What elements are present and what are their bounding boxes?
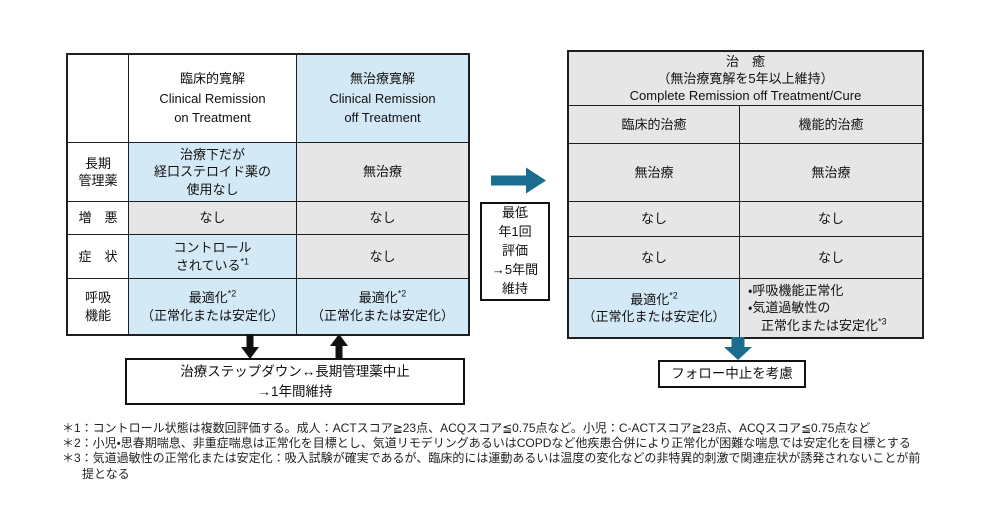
criteria-cell: 無治療 (740, 144, 922, 202)
criteria-cell: 最適化*2（正常化または安定化） (297, 279, 468, 334)
annual-evaluation-box: 最低年1回評価→5年間維持 (480, 202, 550, 301)
criteria-cell: なし (297, 202, 468, 235)
criteria-cell: なし (740, 237, 922, 279)
footnotes: ＊1：コントロール状態は複数回評価する。成人：ACTスコア≧23点、ACQスコア… (62, 421, 926, 482)
criteria-cell: なし (569, 237, 740, 279)
criteria-cell: ・呼吸機能正常化・気道過敏性の 正常化または安定化*3 (740, 279, 922, 337)
follow-discontinue-box: フォロー中止を考慮 (658, 360, 806, 388)
treatment-stepdown-box: 治療ステップダウン↔長期管理薬中止→1年間維持 (125, 358, 465, 405)
row-label-cell: 呼吸機能 (68, 279, 129, 334)
right-table-cure: 治 癒（無治療寛解を5年以上維持）Complete Remission off … (567, 50, 924, 339)
criteria-cell: 治療下だが経口ステロイド薬の使用なし (129, 143, 297, 202)
sub-header-cell: 臨床的治癒 (569, 106, 740, 144)
row-label-cell: 症 状 (68, 235, 129, 279)
criteria-cell: 無治療 (569, 144, 740, 202)
row-label-cell: 増 悪 (68, 202, 129, 235)
cure-header-cell: 治 癒（無治療寛解を5年以上維持）Complete Remission off … (569, 52, 922, 106)
criteria-cell: なし (297, 235, 468, 279)
criteria-cell: 最適化*2（正常化または安定化） (129, 279, 297, 334)
row-label-cell: 長期管理薬 (68, 143, 129, 202)
criteria-cell: 最適化*2（正常化または安定化） (569, 279, 740, 337)
stepdown-arrow-down-icon (241, 334, 259, 359)
criteria-cell: コントロールされている*1 (129, 235, 297, 279)
footnote: ＊1：コントロール状態は複数回評価する。成人：ACTスコア≧23点、ACQスコア… (62, 421, 871, 435)
sub-header-cell: 機能的治癒 (740, 106, 922, 144)
criteria-cell: なし (740, 202, 922, 237)
follow-arrow-down-icon (724, 337, 752, 360)
flow-arrow-right-icon (491, 167, 546, 194)
footnote: ＊2：小児・思春期喘息、非重症喘息は正常化を目標とし、気道リモデリングあるいはC… (62, 436, 911, 451)
stepdown-arrow-up-icon (330, 334, 348, 359)
footnote: ＊3：気道過敏性の正常化または安定化：吸入試験が確実であるが、臨床的には運動ある… (62, 451, 921, 481)
criteria-cell: なし (129, 202, 297, 235)
corner-cell (68, 55, 129, 143)
criteria-cell: なし (569, 202, 740, 237)
follow-discontinue-label: フォロー中止を考慮 (671, 366, 793, 382)
criteria-cell: 無治療 (297, 143, 468, 202)
